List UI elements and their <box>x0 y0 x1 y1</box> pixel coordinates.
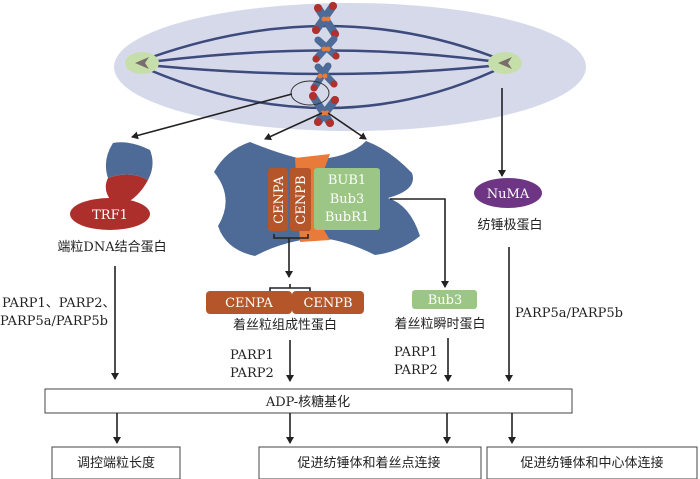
chromosome <box>309 92 339 127</box>
cenpb-vertical-label: CENPB <box>294 175 309 224</box>
cenpa-box <box>268 168 288 231</box>
telomere-highlight-circle <box>290 80 330 106</box>
outcome-arrows <box>113 413 516 444</box>
telomere-dna-shape <box>105 142 153 180</box>
transient-label: 着丝粒瞬时蛋白 <box>394 316 485 332</box>
numa-group: NuMA 纺锤极蛋白 PARP5a/PARP5b <box>474 178 623 382</box>
numa-label: 纺锤极蛋白 <box>477 217 542 233</box>
trf1-label: 端粒DNA结合蛋白 <box>57 239 166 255</box>
bub3-bottom-label: Bub3 <box>428 293 463 308</box>
transient-enzyme-2: PARP2 <box>394 363 438 378</box>
bub1-label: BUB1 <box>328 173 366 188</box>
numa-name: NuMA <box>487 187 530 202</box>
outcome-telomere-length: 调控端粒长度 <box>77 455 155 471</box>
transient-enzyme-1: PARP1 <box>394 345 438 360</box>
constitutive-proteins: CENPA CENPB 着丝粒组成性蛋白 PARP1 PARP2 <box>206 291 364 382</box>
bubr1-label: BubR1 <box>325 210 369 225</box>
outcome-box-kinetochore <box>258 446 482 479</box>
constitutive-enzyme-2: PARP2 <box>230 366 274 381</box>
chromosome <box>310 62 338 92</box>
outcome-box-telomere <box>51 446 181 479</box>
kinetochore-group: CENPA CENPB BUB1 Bub3 BubR1 <box>214 141 449 292</box>
chromosome <box>312 35 340 63</box>
bub3-label: Bub3 <box>330 192 365 207</box>
outcome-spindle-kinetochore: 促进纺锤体和着丝点连接 <box>297 455 440 471</box>
cenpa-bottom-box <box>206 291 292 314</box>
trf1-enzyme-line2: PARP5a/PARP5b <box>0 314 108 329</box>
bub-complex-box <box>314 168 380 230</box>
adp-ribosylation-label: ADP-核糖基化 <box>265 394 350 410</box>
chromosome <box>312 2 339 38</box>
outcome-spindle-centrosome: 促进纺锤体和中心体连接 <box>520 455 663 471</box>
trf1-enzyme-line1: PARP1、PARP2、 <box>2 296 116 311</box>
adp-ribosylation-box <box>44 388 573 414</box>
outcome-box-centrosome <box>486 446 698 479</box>
cenpa-vertical-label: CENPA <box>272 176 287 224</box>
outcomes: 调控端粒长度 促进纺锤体和着丝点连接 促进纺锤体和中心体连接 <box>51 446 698 479</box>
trf1-name: TRF1 <box>92 208 128 223</box>
cenpb-bottom-box <box>292 291 364 314</box>
transient-proteins: Bub3 着丝粒瞬时蛋白 PARP1 PARP2 <box>394 290 486 382</box>
mitotic-spindle <box>114 2 586 131</box>
spindle-pole-left <box>125 52 159 74</box>
numa-enzyme: PARP5a/PARP5b <box>515 306 623 321</box>
cenp-bracket <box>273 234 309 277</box>
spindle-pole-right <box>488 52 522 74</box>
constitutive-label: 着丝粒组成性蛋白 <box>233 317 337 333</box>
constitutive-enzyme-1: PARP1 <box>230 348 274 363</box>
numa-ellipse <box>474 178 542 208</box>
bub-connector <box>390 198 449 288</box>
adp-ribosylation: ADP-核糖基化 <box>44 388 573 444</box>
bub3-bottom-box <box>412 290 477 309</box>
chromosomes <box>309 2 340 127</box>
trf1-ellipse <box>70 198 150 230</box>
connector-arrows <box>131 88 506 177</box>
cenpa-bottom-label: CENPA <box>225 296 273 311</box>
cenpb-box <box>290 168 311 231</box>
cenpb-bottom-label: CENPB <box>303 296 352 311</box>
trf1-group: TRF1 端粒DNA结合蛋白 PARP1、PARP2、 PARP5a/PARP5… <box>0 142 167 380</box>
